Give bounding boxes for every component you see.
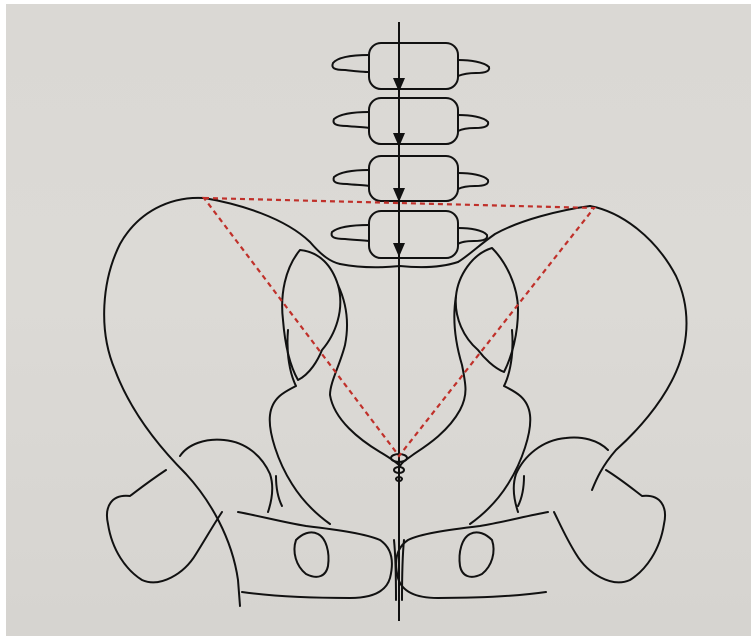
arrow-down-3 bbox=[393, 188, 405, 202]
vertebra-2-right-process bbox=[458, 115, 488, 131]
left-acetabulum bbox=[180, 440, 272, 512]
lumbar-vertebra-3 bbox=[334, 156, 489, 201]
right-obturator-foramen bbox=[459, 532, 493, 576]
vertebra-3-left-process bbox=[334, 170, 369, 186]
left-hip-bone bbox=[104, 198, 392, 606]
lumbar-vertebra-4 bbox=[332, 211, 488, 258]
left-sacroiliac-joint bbox=[282, 250, 340, 380]
vertebra-1-body bbox=[369, 43, 458, 89]
right-hip-bone bbox=[396, 206, 686, 598]
left-iliac-crest bbox=[104, 198, 240, 606]
lumbar-spine bbox=[332, 43, 490, 258]
lumbar-vertebra-1 bbox=[332, 43, 489, 89]
vertebra-1-right-process bbox=[458, 60, 489, 76]
left-femoral-head bbox=[107, 470, 222, 582]
left-iliac-upper-border bbox=[204, 198, 340, 264]
left-acetabulum-rim bbox=[276, 476, 282, 506]
left-obturator-foramen bbox=[294, 532, 328, 576]
sacrum bbox=[330, 262, 466, 466]
vertebra-1-left-process bbox=[332, 55, 369, 72]
right-acetabulum-rim bbox=[518, 476, 524, 506]
vertebra-2-left-process bbox=[334, 112, 369, 128]
right-femoral-head bbox=[554, 470, 665, 582]
vertebra-4-left-process bbox=[332, 225, 369, 241]
vertebra-4-right-process bbox=[458, 228, 487, 244]
arrow-down-4 bbox=[393, 243, 405, 257]
right-sacroiliac-joint bbox=[456, 248, 518, 372]
right-acetabulum bbox=[514, 438, 608, 513]
vertebra-4-body bbox=[369, 211, 458, 258]
right-pubic-ramus bbox=[396, 512, 548, 598]
vertebra-3-right-process bbox=[458, 173, 488, 189]
lumbar-vertebra-2 bbox=[334, 98, 489, 144]
vertebra-2-body bbox=[369, 98, 458, 144]
left-pubic-ramus bbox=[238, 512, 392, 598]
vertebra-3-body bbox=[369, 156, 458, 201]
right-iliac-upper-border bbox=[458, 206, 590, 262]
